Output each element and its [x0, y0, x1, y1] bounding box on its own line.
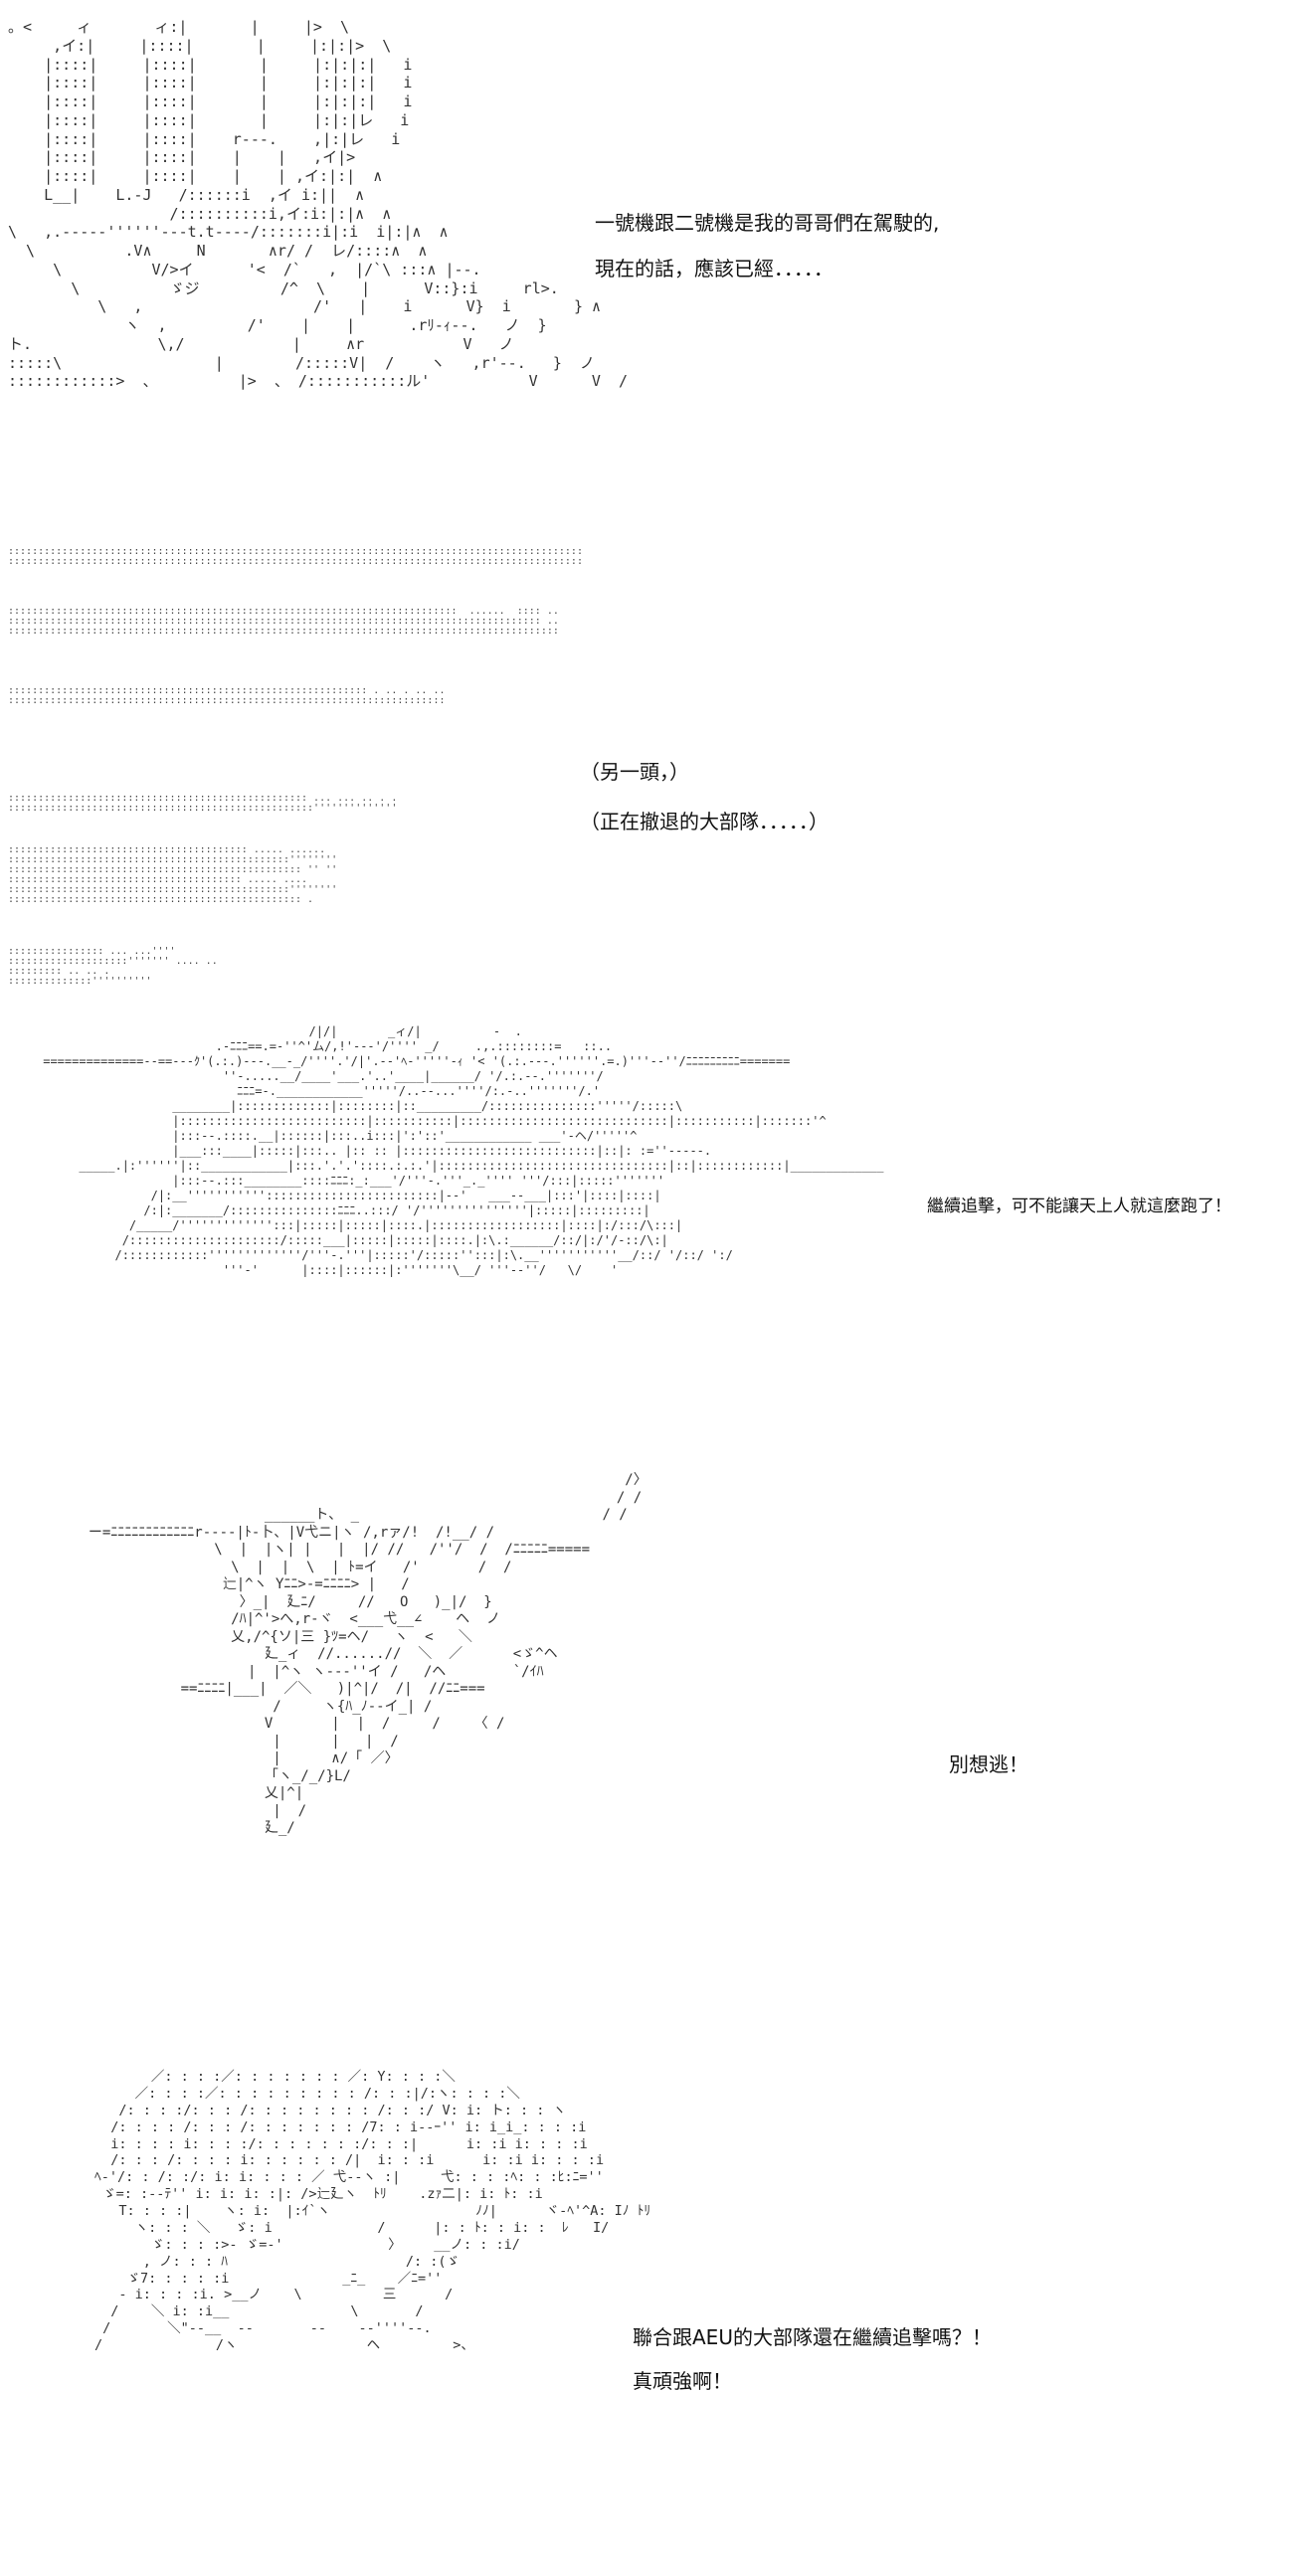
panel-1-dialog-line-2: 現在的話，應該已經．．．．． — [595, 257, 833, 280]
dotted-tone-block-6: :::::::::::::::: ... ...'''' :::::::::::… — [8, 947, 218, 987]
dotted-tone-block-5: ::::::::::::::::::::::::::::::::::::::::… — [8, 845, 336, 905]
panel-pursuing-fleet: /|/| _ィ/| - . .-ﾆﾆﾆ==.=-''^'ム/,!'---'/''… — [0, 1024, 1293, 1442]
ascii-art-hands: 。< ィ ィ:| | |> \ ,イ:| |::::| | |:|:|> \ |… — [8, 18, 628, 391]
ascii-art-mobile-suits: /|/| _ィ/| - . .-ﾆﾆﾆ==.=-''^'ム/,!'---'/''… — [43, 1024, 884, 1277]
panel-5-dialog-line-2: 真頑強啊！ — [633, 2369, 732, 2393]
panel-5-dialog-line-1: 聯合跟AEU的大部隊還在繼續追擊嗎？！ — [633, 2325, 992, 2349]
panel-2-dialog-line-1: （另一頭，） — [580, 760, 689, 784]
panel-pilot-portrait: ／: : : :／: : : : : : : ／: Y: : : :＼ ／: :… — [0, 2069, 1293, 2576]
panel-2-dialog-line-2: （正在撤退的大部隊．．．．．） — [580, 810, 829, 833]
panel-1-dialog-line-1: 一號機跟二號機是我的哥哥們在駕駛的, — [595, 211, 940, 235]
panel-3-dialog-line-1: 繼續追擊，可不能讓天上人就這麼跑了！ — [927, 1196, 1231, 1216]
dotted-tone-block-2: ::::::::::::::::::::::::::::::::::::::::… — [8, 607, 565, 637]
dotted-tone-block-1: ::::::::::::::::::::::::::::::::::::::::… — [8, 547, 585, 567]
dotted-tone-block-4: ::::::::::::::::::::::::::::::::::::::::… — [8, 794, 396, 814]
panel-4-dialog-line-1: 別想逃！ — [949, 1752, 1028, 1776]
ascii-art-charging-suit: /〉 / / ______ト、 _ / / ー=ﾆﾆﾆﾆﾆﾆﾆﾆﾆﾆﾆﾆr‐‐‐… — [88, 1472, 647, 1836]
dotted-tone-block-3: ::::::::::::::::::::::::::::::::::::::::… — [8, 686, 446, 706]
panel-retreat: ::::::::::::::::::::::::::::::::::::::::… — [0, 537, 1293, 1014]
panel-robot-hands: 。< ィ ィ:| | |> \ ,イ:| |::::| | |:|:|> \ |… — [0, 0, 1293, 497]
panel-charging-suit: /〉 / / ______ト、 _ / / ー=ﾆﾆﾆﾆﾆﾆﾆﾆﾆﾆﾆﾆr‐‐‐… — [0, 1472, 1293, 2049]
ascii-art-pilot: ／: : : :／: : : : : : : ／: Y: : : :＼ ／: :… — [94, 2069, 651, 2353]
